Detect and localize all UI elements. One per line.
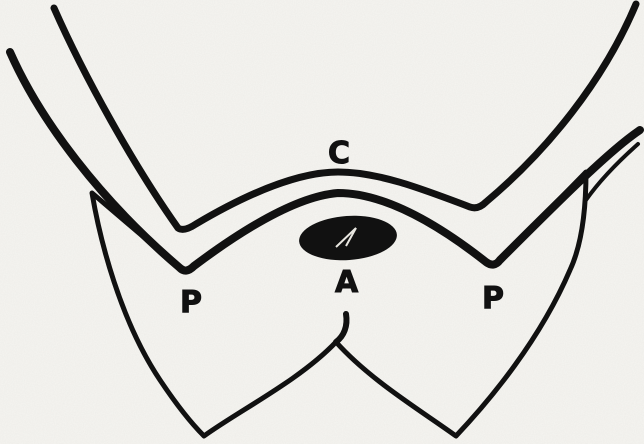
label-p-right: P [482, 281, 504, 316]
label-c: C [328, 136, 350, 171]
label-a: A [335, 265, 359, 300]
label-p-left: P [180, 285, 202, 320]
